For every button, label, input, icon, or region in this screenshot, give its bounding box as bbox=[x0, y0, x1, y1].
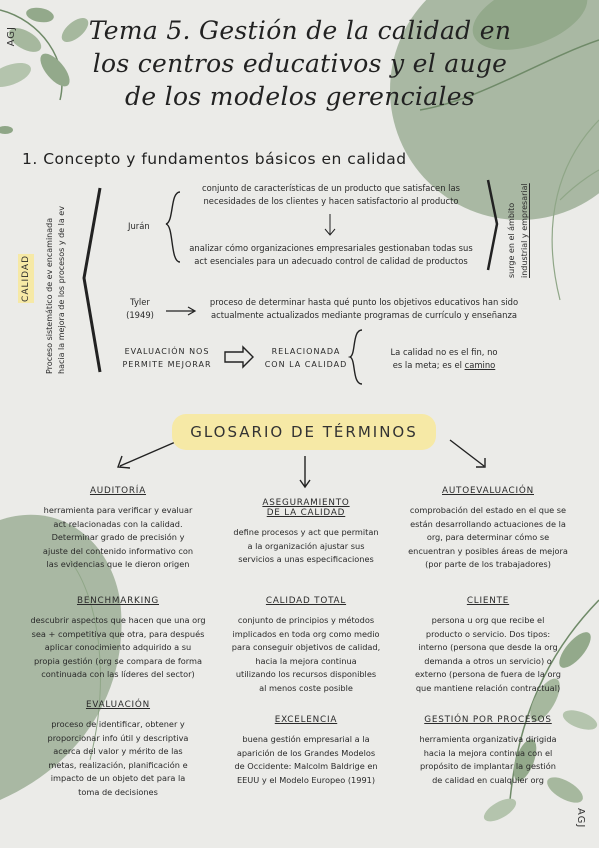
glossary-term-name: BENCHMARKING bbox=[76, 596, 159, 606]
section-heading: 1. Concepto y fundamentos básicos en cal… bbox=[22, 150, 407, 168]
leaf-illustration-top-right bbox=[390, 0, 599, 301]
glossary-title: GLOSARIO DE TÉRMINOS bbox=[172, 414, 436, 450]
right-bracket bbox=[486, 179, 499, 271]
eval-label: EVALUACIÓN NOS PERMITE MEJORAR bbox=[122, 347, 212, 369]
ambito-note: surge en el ámbito industrial y empresar… bbox=[507, 183, 529, 278]
juran-definition-1: conjunto de características de un produc… bbox=[202, 183, 460, 206]
glossary-term: AUTOEVALUACIÓN comprobación del estado en… bbox=[394, 486, 582, 572]
arrow-tyler bbox=[166, 306, 197, 316]
arrow-center-down bbox=[299, 456, 311, 489]
eval-brace bbox=[347, 329, 363, 385]
eval-related: RELACIONADA CON LA CALIDAD bbox=[264, 347, 348, 369]
glossary-term-name: EXCELENCIA bbox=[274, 715, 338, 725]
calidad-label: CALIDAD bbox=[18, 254, 34, 303]
juran-brace bbox=[165, 191, 181, 263]
glossary-term-name: CALIDAD TOTAL bbox=[265, 596, 347, 606]
glossary-term: GESTIÓN POR PROCESOS herramienta organiza… bbox=[394, 715, 582, 787]
eval-note: La calidad no es el fin, no es la meta; … bbox=[390, 347, 498, 370]
glossary-term-name: AUTOEVALUACIÓN bbox=[442, 486, 534, 496]
leaf-illustration-bottom-right bbox=[483, 599, 599, 822]
glossary-term-name: GESTIÓN POR PROCESOS bbox=[424, 715, 552, 725]
down-arrow-juran bbox=[324, 214, 336, 236]
glossary-term: AUDITORÍA herramienta para verificar y ev… bbox=[28, 486, 208, 572]
glossary-term: EVALUACIÓN proceso de identificar, obtene… bbox=[28, 700, 208, 799]
page-title: Tema 5. Gestión de la calidad en los cen… bbox=[40, 14, 560, 113]
glossary-term-description: descubrir aspectos que hacen que una org… bbox=[30, 615, 206, 679]
glossary-term-name: CLIENTE bbox=[466, 596, 510, 606]
glossary-term-name: EVALUACIÓN bbox=[85, 700, 151, 710]
title-line-1: Tema 5. Gestión de la calidad en bbox=[88, 16, 512, 45]
juran-definition-2: analizar cómo organizaciones empresarial… bbox=[189, 243, 473, 266]
title-line-3: de los modelos gerenciales bbox=[125, 82, 475, 111]
glossary-term: BENCHMARKING descubrir aspectos que hacen… bbox=[28, 596, 208, 682]
tyler-label: Tyler (1949) bbox=[126, 297, 154, 320]
arrow-right-down bbox=[449, 439, 486, 468]
hollow-arrow-eval bbox=[224, 345, 254, 369]
tyler-definition: proceso de determinar hasta qué punto lo… bbox=[209, 297, 519, 320]
glossary-term: CALIDAD TOTAL conjunto de principios y mé… bbox=[212, 596, 400, 695]
big-left-bracket bbox=[82, 187, 102, 373]
leaf-illustration-top-left bbox=[0, 7, 89, 134]
glossary-term-name: AUDITORÍA bbox=[89, 486, 147, 496]
glossary-term: EXCELENCIA buena gestión empresarial a la… bbox=[212, 715, 400, 787]
arrow-left-down bbox=[117, 439, 181, 469]
title-line-2: los centros educativos y el auge bbox=[92, 49, 508, 78]
juran-label: Jurán bbox=[128, 221, 150, 231]
leaf-illustration-bottom-left bbox=[0, 514, 122, 800]
signature-bottom-right: AGJ bbox=[575, 808, 586, 829]
signature-top-left: AGJ bbox=[6, 26, 17, 47]
calidad-vertical-note: Proceso sistemático de ev encaminada hac… bbox=[45, 206, 66, 374]
